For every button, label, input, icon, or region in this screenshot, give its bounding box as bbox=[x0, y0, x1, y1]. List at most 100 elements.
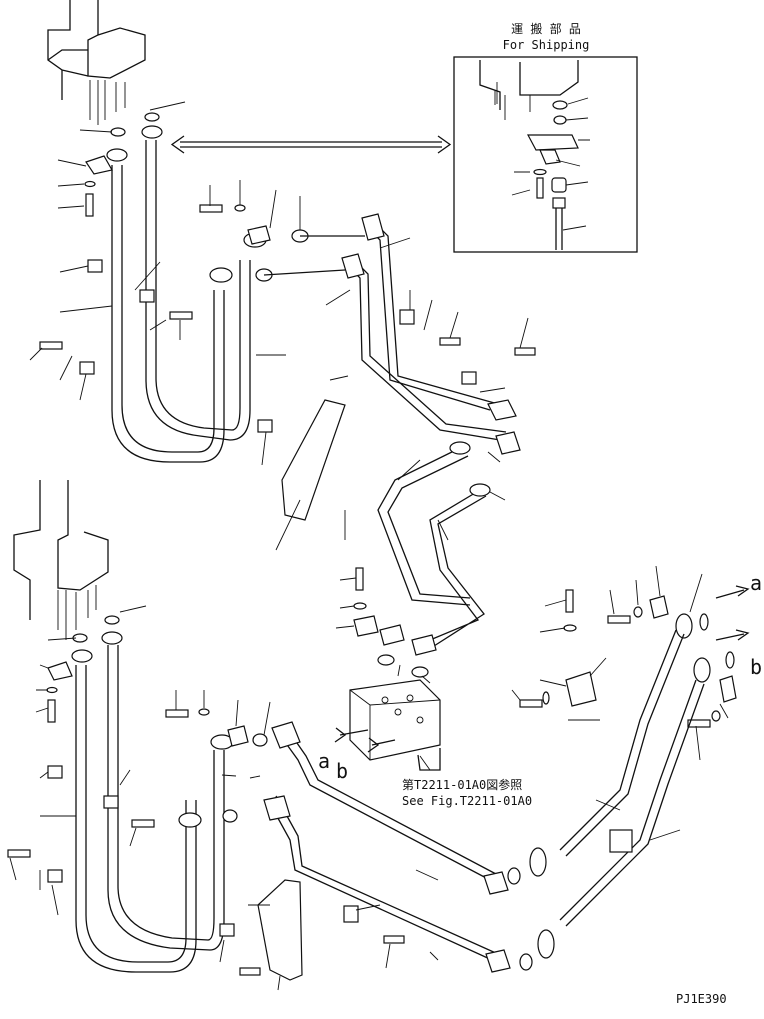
right-leader-lines bbox=[511, 565, 729, 841]
valve-port-4 bbox=[416, 716, 424, 724]
valve-o-ring-1 bbox=[377, 654, 395, 666]
upper-washer-top bbox=[234, 204, 246, 212]
inset-leaders bbox=[496, 82, 590, 231]
inset-title-jp: 運 搬 部 品 bbox=[511, 21, 581, 36]
valve-port-label-b: b bbox=[336, 759, 348, 783]
lower-bolt-right bbox=[383, 935, 405, 944]
right-washer bbox=[563, 624, 577, 632]
upper-clamp-1 bbox=[87, 259, 103, 273]
lower-steel-tube-2 bbox=[267, 795, 499, 961]
upper-bracket bbox=[281, 399, 346, 521]
upper-bolt bbox=[85, 193, 94, 217]
right-bolt-horizontal bbox=[519, 699, 543, 708]
upper-clamp-3 bbox=[79, 361, 95, 375]
upper-tube-flange-2 bbox=[341, 253, 365, 279]
lower-clamp-2 bbox=[103, 795, 119, 809]
distribution-valve: a b 第T2211-01A0図参照 See Fig.T2211-01A0 bbox=[318, 567, 532, 808]
lower-o-ring-2 bbox=[104, 615, 120, 625]
shipping-inset: 運 搬 部 品 For Shipping bbox=[453, 21, 638, 253]
valve-arrowheads bbox=[334, 727, 380, 753]
lower-o-ring-6 bbox=[519, 953, 533, 971]
valve-o-ring-2 bbox=[411, 666, 429, 678]
lower-tube-flange-2 bbox=[263, 795, 291, 821]
upper-leader-lines bbox=[29, 101, 529, 551]
upper-assembly bbox=[29, 0, 536, 647]
right-bolt-b bbox=[687, 719, 711, 728]
upper-tube-flange-3 bbox=[487, 399, 517, 421]
upper-hose-flange-3 bbox=[449, 441, 471, 455]
right-washer-top bbox=[633, 606, 643, 618]
upper-flange-1 bbox=[106, 148, 128, 162]
lower-split-flange bbox=[47, 661, 73, 681]
valve-elbow-1 bbox=[379, 624, 405, 646]
valve-leaders bbox=[335, 577, 431, 771]
upper-control-valve bbox=[47, 0, 146, 100]
lower-valve-studs bbox=[57, 585, 97, 640]
upper-hose-4 bbox=[429, 489, 487, 647]
lower-o-ring-5 bbox=[507, 867, 521, 885]
right-o-ring-b bbox=[725, 651, 735, 669]
upper-split-flange-2 bbox=[247, 225, 271, 245]
lower-flange-2 bbox=[101, 631, 123, 645]
lower-tube-flange-3 bbox=[483, 871, 509, 895]
right-bolt-vertical bbox=[565, 589, 574, 613]
upper-bolt-right-1 bbox=[439, 337, 461, 346]
lower-bolt-top bbox=[165, 709, 189, 718]
upper-hose-flange-4 bbox=[469, 483, 491, 497]
upper-hose-1b bbox=[121, 165, 215, 453]
upper-clamp-5 bbox=[399, 309, 415, 325]
right-arrowheads bbox=[735, 585, 750, 641]
inset-valve-block bbox=[479, 60, 579, 110]
right-hose-b bbox=[559, 679, 705, 927]
inset-frame bbox=[453, 56, 638, 253]
right-clamp bbox=[609, 829, 633, 853]
lower-washer-top bbox=[198, 708, 210, 716]
lower-bolt-left bbox=[7, 849, 31, 858]
upper-bolt-top bbox=[199, 204, 223, 213]
inset-adapter bbox=[552, 197, 566, 209]
upper-clamp-4 bbox=[257, 419, 273, 433]
right-o-ring-a bbox=[699, 613, 709, 631]
inset-hose-end bbox=[555, 208, 563, 250]
upper-hose-flange-1 bbox=[209, 267, 233, 283]
upper-bolt-left bbox=[39, 341, 63, 350]
see-fig-jp: 第T2211-01A0図参照 bbox=[402, 777, 522, 792]
arrow-label-b: b bbox=[750, 655, 762, 679]
upper-flange-2 bbox=[141, 125, 163, 139]
lower-tube-flange-1 bbox=[271, 721, 301, 749]
right-washer-2 bbox=[542, 691, 550, 705]
lower-bracket bbox=[257, 879, 303, 981]
arrow-label-a: a bbox=[750, 571, 762, 595]
see-fig-en: See Fig.T2211-01A0 bbox=[402, 794, 532, 808]
valve-elbow-2 bbox=[411, 634, 437, 656]
right-washer-b bbox=[711, 710, 721, 722]
lower-hose-flange-1 bbox=[178, 812, 202, 828]
right-hose-a bbox=[559, 629, 685, 857]
lower-bolt bbox=[47, 699, 56, 723]
inset-cover-plate bbox=[527, 134, 579, 151]
lower-assembly bbox=[7, 480, 533, 991]
lower-clamp-4 bbox=[219, 923, 235, 937]
lower-hose-2 bbox=[107, 645, 225, 951]
distribution-valve-body bbox=[349, 679, 441, 761]
upper-leader-tubes bbox=[263, 235, 365, 276]
lower-clamp-1 bbox=[47, 765, 63, 779]
inset-title-en: For Shipping bbox=[503, 38, 590, 52]
lower-control-valve bbox=[13, 480, 109, 620]
upper-steel-tube-2 bbox=[344, 257, 507, 441]
lower-leader-lines bbox=[9, 605, 439, 991]
right-hose-flange-b bbox=[693, 657, 711, 683]
upper-valve-edges bbox=[47, 49, 89, 77]
upper-hose-3 bbox=[377, 447, 471, 606]
right-hose-end-flange-1 bbox=[529, 847, 547, 877]
right-hose-flange-a bbox=[675, 613, 693, 639]
upper-o-ring-2 bbox=[144, 112, 160, 122]
upper-washer bbox=[84, 180, 96, 188]
inset-valve-lines bbox=[494, 90, 531, 120]
inset-o-ring bbox=[552, 100, 568, 110]
upper-valve-studs bbox=[89, 80, 126, 125]
lower-washer bbox=[46, 686, 58, 694]
upper-o-ring-1 bbox=[110, 127, 126, 137]
inset-bolt bbox=[536, 177, 544, 199]
lower-clamp-5 bbox=[343, 905, 359, 923]
